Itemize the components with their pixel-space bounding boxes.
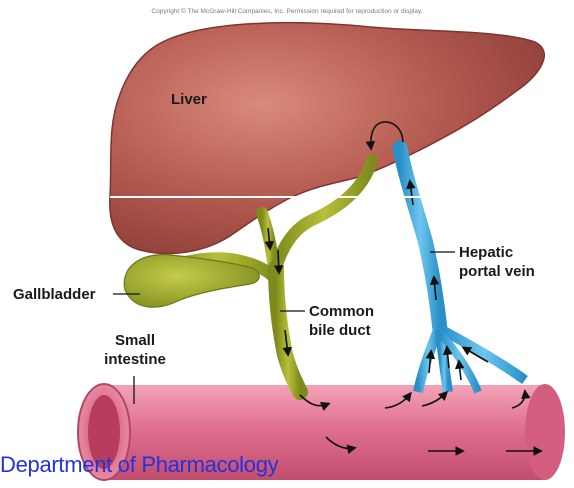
common-bile-duct — [276, 268, 300, 392]
department-footer: Department of Pharmacology — [0, 452, 278, 478]
hepatic-portal-vein-label: Hepatic portal vein — [459, 243, 535, 281]
portal-vein-branch-1 — [418, 330, 438, 392]
hepatic-portal-vein-label-line1: Hepatic — [459, 243, 535, 262]
common-bile-duct-label-line2: bile duct — [309, 321, 374, 340]
gallbladder-label: Gallbladder — [13, 285, 96, 304]
copyright-notice: Copyright © The McGraw-Hill Companies, I… — [0, 8, 574, 15]
liver-label: Liver — [171, 90, 207, 109]
small-intestine-label: Small intestine — [97, 331, 173, 369]
hepatic-portal-vein-trunk — [400, 148, 440, 330]
small-intestine-right-end — [525, 384, 565, 480]
small-intestine-label-line1: Small — [97, 331, 173, 350]
common-bile-duct-label: Common bile duct — [309, 302, 374, 340]
common-bile-duct-label-line1: Common — [309, 302, 374, 321]
hepatic-portal-vein-label-line2: portal vein — [459, 262, 535, 281]
bile-flow-arrow — [278, 250, 279, 272]
horizontal-artifact-line — [110, 196, 574, 198]
small-intestine-label-line2: intestine — [97, 350, 173, 369]
